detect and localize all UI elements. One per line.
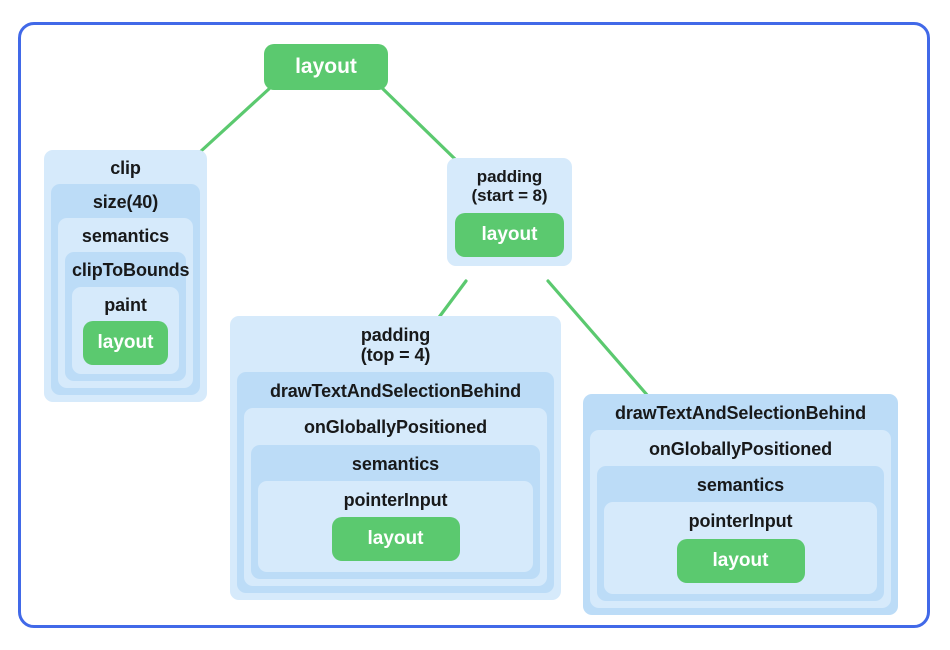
- node-label: clipToBounds: [72, 260, 190, 281]
- node-draw-text-and-selection-behind[interactable]: drawTextAndSelectionBehind onGloballyPos…: [237, 372, 554, 593]
- node-label: drawTextAndSelectionBehind: [269, 381, 522, 402]
- node-semantics[interactable]: semantics pointerInput layout: [597, 466, 884, 601]
- node-label: semantics: [81, 226, 170, 247]
- node-label: onGloballyPositioned: [303, 417, 487, 438]
- node-draw-text-and-selection-behind[interactable]: drawTextAndSelectionBehind onGloballyPos…: [583, 394, 898, 615]
- node-leaf-layout[interactable]: layout: [331, 516, 460, 561]
- subtree-padding-top: padding (top = 4) drawTextAndSelectionBe…: [230, 316, 561, 600]
- subtree-clip: clip size(40) semantics clipToBounds pai…: [44, 150, 207, 402]
- node-padding-start-8[interactable]: padding (start = 8) layout: [447, 158, 572, 267]
- node-label: drawTextAndSelectionBehind: [614, 403, 867, 423]
- node-clip[interactable]: clip size(40) semantics clipToBounds pai…: [44, 150, 207, 402]
- node-label: semantics: [696, 475, 785, 496]
- node-label: size(40): [92, 192, 159, 213]
- node-leaf-layout[interactable]: layout: [83, 320, 168, 365]
- node-label: pointerInput: [688, 511, 793, 532]
- node-label: layout: [712, 549, 769, 571]
- node-clip-to-bounds[interactable]: clipToBounds paint layout: [65, 252, 190, 381]
- node-label: padding (start = 8): [471, 167, 548, 206]
- node-semantics[interactable]: semantics pointerInput layout: [251, 444, 540, 579]
- node-leaf-layout[interactable]: layout: [455, 213, 564, 258]
- node-root-layout[interactable]: layout: [264, 44, 388, 90]
- node-pointer-input[interactable]: pointerInput layout: [604, 502, 877, 594]
- node-size-40[interactable]: size(40) semantics clipToBounds paint la…: [51, 184, 200, 395]
- node-label: layout: [367, 527, 424, 549]
- node-label: layout: [295, 55, 357, 78]
- node-label: layout: [481, 224, 538, 246]
- subtree-padding-start: padding (start = 8) layout: [447, 158, 572, 267]
- node-paint[interactable]: paint layout: [72, 286, 179, 374]
- node-padding-top-4[interactable]: padding (top = 4) drawTextAndSelectionBe…: [230, 316, 561, 600]
- node-label: clip: [110, 158, 141, 178]
- subtree-draw-text: drawTextAndSelectionBehind onGloballyPos…: [583, 394, 898, 615]
- node-label: pointerInput: [343, 489, 448, 510]
- node-semantics[interactable]: semantics clipToBounds paint layout: [58, 218, 193, 388]
- node-pointer-input[interactable]: pointerInput layout: [258, 480, 533, 572]
- node-label: paint: [104, 294, 147, 315]
- node-on-globally-positioned[interactable]: onGloballyPositioned semantics pointerIn…: [590, 430, 891, 608]
- node-label: layout: [97, 331, 154, 353]
- node-on-globally-positioned[interactable]: onGloballyPositioned semantics pointerIn…: [244, 408, 547, 586]
- node-label: semantics: [351, 453, 440, 474]
- node-label: padding (top = 4): [360, 325, 431, 366]
- node-leaf-layout[interactable]: layout: [676, 538, 805, 583]
- node-label: onGloballyPositioned: [648, 439, 832, 460]
